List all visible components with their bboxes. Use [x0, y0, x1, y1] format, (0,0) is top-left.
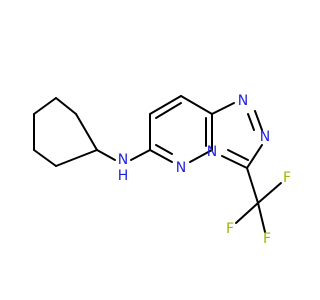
- atom-n-bridge: N: [207, 144, 217, 160]
- atom-n-amine: N: [118, 152, 128, 168]
- atom-n-triazole-mid: N: [260, 129, 270, 145]
- bond: [211, 102, 235, 115]
- bond: [257, 182, 282, 204]
- atom-n-pyridazine: N: [176, 160, 186, 176]
- bond: [96, 149, 116, 161]
- bond: [257, 202, 266, 233]
- molecule-structure: N H N N N N F F F: [33, 93, 291, 247]
- bond: [149, 149, 173, 163]
- bond: [227, 149, 249, 161]
- bond: [155, 144, 173, 155]
- triazole-ring: [211, 102, 263, 169]
- bond: [221, 155, 248, 169]
- atom-f2: F: [226, 221, 234, 237]
- pyridazine-ring: [149, 95, 213, 163]
- atom-f1: F: [283, 170, 291, 186]
- bond: [55, 149, 98, 167]
- bond: [246, 144, 263, 169]
- bond: [246, 167, 259, 204]
- bond: [75, 113, 98, 151]
- bond: [55, 97, 77, 115]
- cyclohexane-ring: [33, 97, 98, 167]
- bond: [33, 149, 57, 167]
- bond: [149, 95, 182, 115]
- trifluoromethyl-group: [235, 167, 282, 233]
- bond: [254, 110, 263, 131]
- bond: [180, 95, 213, 115]
- bond: [247, 113, 255, 131]
- bond: [155, 102, 182, 119]
- atom-n-triazole-top: N: [238, 93, 248, 109]
- bond: [189, 149, 213, 163]
- bond: [130, 149, 151, 161]
- atom-h-amine: H: [118, 168, 129, 184]
- bond: [235, 202, 259, 224]
- atom-f3: F: [263, 231, 271, 247]
- bond: [33, 97, 57, 115]
